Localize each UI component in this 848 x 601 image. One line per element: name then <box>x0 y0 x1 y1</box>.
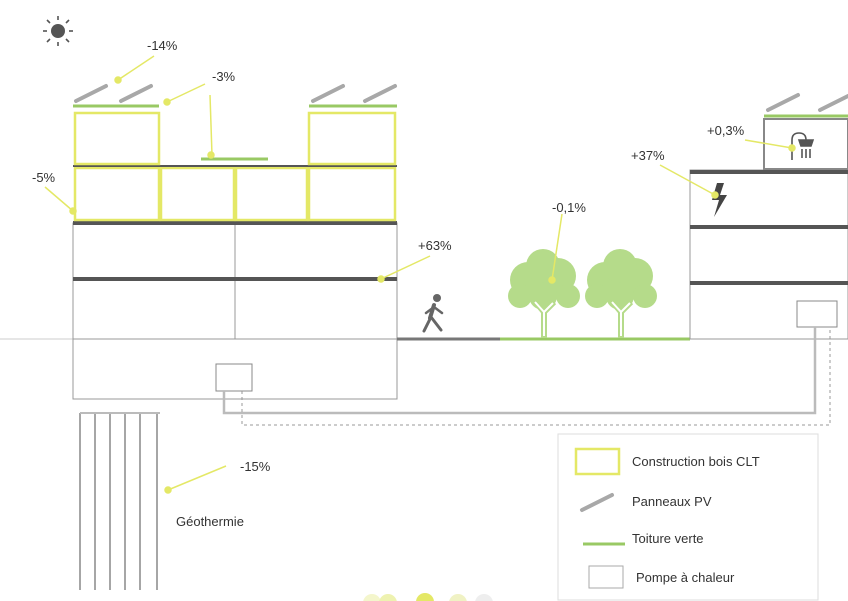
clt-block <box>307 111 397 166</box>
pipe-solid <box>222 327 817 415</box>
hot-water-percent: +0,3% <box>707 123 745 138</box>
callout-leaders <box>44 55 796 494</box>
clt-block <box>73 111 161 166</box>
clt-block <box>307 166 397 222</box>
legend-heatpump-swatch <box>588 565 624 589</box>
shower-icon <box>791 132 815 160</box>
trees-percent: -0,1% <box>552 200 586 215</box>
clt-block <box>159 166 236 222</box>
right-heat-pump <box>796 300 838 328</box>
clt-block <box>234 166 309 222</box>
legend: Construction bois CLT Panneaux PV Toitur… <box>557 433 819 601</box>
pv-panel <box>818 94 848 112</box>
pv-roof-percent: -14% <box>147 38 178 53</box>
legend-heatpump-label: Pompe à chaleur <box>636 570 735 585</box>
legend-green-label: Toiture verte <box>632 531 704 546</box>
legend-pv-label: Panneaux PV <box>632 494 712 509</box>
geothermal-percent: -15% <box>240 459 271 474</box>
green-roof-percent: -3% <box>212 69 236 84</box>
clt-block <box>73 166 161 222</box>
pv-panel <box>74 84 108 103</box>
legend-clt-label: Construction bois CLT <box>632 454 760 469</box>
rooftop-box <box>763 118 848 170</box>
pv-panel <box>363 84 397 103</box>
left-heat-pump <box>215 363 253 392</box>
tree-icon <box>585 249 657 338</box>
clt-percent: -5% <box>32 170 56 185</box>
geothermal-label: Géothermie <box>176 514 244 529</box>
pv-panel <box>119 84 153 103</box>
decorative-dots <box>363 593 493 601</box>
sun-icon <box>43 16 73 46</box>
tree-icon <box>508 249 580 338</box>
geothermal-probes <box>79 412 160 590</box>
mobility-percent: +63% <box>418 238 452 253</box>
left-building <box>72 84 398 400</box>
legend-clt-swatch <box>574 447 621 476</box>
pedestrian-icon <box>422 294 444 333</box>
electricity-percent: +37% <box>631 148 665 163</box>
legend-pv-swatch <box>580 493 614 512</box>
pv-panel <box>311 84 345 103</box>
pv-panel <box>766 93 800 112</box>
